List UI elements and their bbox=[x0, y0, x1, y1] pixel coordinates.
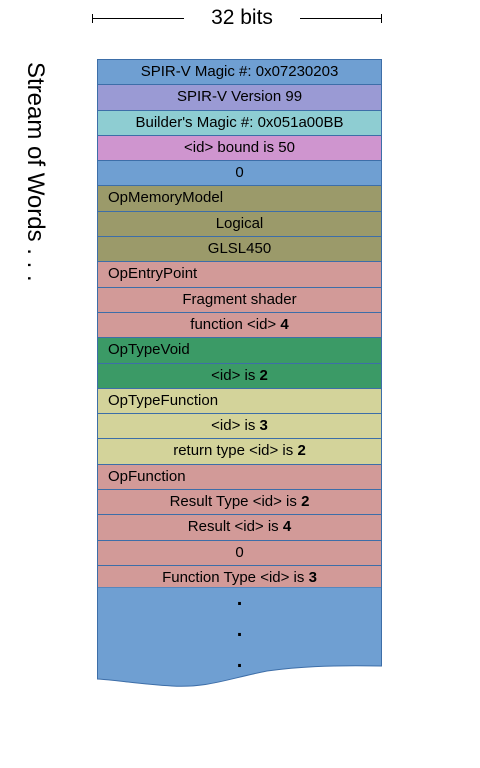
width-label-text: 32 bits bbox=[211, 6, 273, 29]
word-row: Builder's Magic #: 0x051a00BB bbox=[97, 109, 382, 135]
word-text: Fragment shader bbox=[182, 290, 297, 308]
word-row: Function Type <id> is 3 bbox=[97, 564, 382, 591]
word-row: <id> is 2 bbox=[97, 362, 382, 388]
width-tick-right bbox=[381, 14, 382, 23]
word-text: 0 bbox=[235, 543, 244, 561]
word-text: SPIR-V Version 99 bbox=[176, 88, 303, 106]
word-row: GLSL450 bbox=[97, 236, 382, 262]
word-text: OpFunction bbox=[108, 467, 186, 485]
word-row: 0 bbox=[97, 539, 382, 565]
width-line-right bbox=[300, 18, 382, 19]
word-text: OpTypeVoid bbox=[108, 341, 190, 359]
word-row: OpMemoryModel bbox=[97, 185, 382, 211]
continuation-dot: . bbox=[236, 619, 243, 641]
word-text: <id> bound is 50 bbox=[184, 138, 295, 156]
word-row: Logical bbox=[97, 210, 382, 237]
word-row: SPIR-V Version 99 bbox=[97, 84, 382, 110]
word-text: Builder's Magic #: 0x051a00BB bbox=[135, 113, 344, 131]
word-row: function <id> 4 bbox=[97, 311, 382, 338]
word-row: 0 bbox=[97, 160, 382, 186]
word-text: Function Type <id> is bbox=[162, 568, 309, 586]
stack-continuation: . . . bbox=[97, 587, 382, 689]
word-text: 0 bbox=[235, 164, 244, 182]
word-text: SPIR-V Magic #: 0x07230203 bbox=[140, 63, 339, 80]
continuation-fill bbox=[97, 587, 382, 687]
word-row: <id> is 3 bbox=[97, 413, 382, 439]
word-text: OpEntryPoint bbox=[108, 265, 198, 283]
word-row: OpFunction bbox=[97, 463, 382, 490]
word-text: Logical bbox=[215, 214, 264, 232]
word-row: OpTypeVoid bbox=[97, 337, 382, 363]
word-row: Result Type <id> is 2 bbox=[97, 489, 382, 515]
word-text: OpTypeFunction bbox=[108, 391, 219, 409]
word-id-value: 2 bbox=[297, 442, 306, 460]
word-text: OpMemoryModel bbox=[108, 189, 224, 207]
width-tick-left bbox=[92, 14, 93, 23]
word-row: SPIR-V Magic #: 0x07230203 bbox=[97, 59, 382, 85]
word-row: Fragment shader bbox=[97, 286, 382, 312]
word-id-value: 4 bbox=[280, 315, 289, 333]
stream-label-text: Stream of Words . . . bbox=[22, 62, 49, 282]
word-id-value: 2 bbox=[301, 493, 310, 511]
word-id-value: 3 bbox=[308, 568, 317, 586]
word-id-value: 4 bbox=[282, 518, 292, 536]
word-row: OpTypeFunction bbox=[97, 387, 382, 414]
word-text: Result <id> is bbox=[187, 518, 283, 536]
continuation-dot: . bbox=[236, 588, 243, 610]
word-text: return type <id> is bbox=[173, 442, 298, 460]
word-row: <id> bound is 50 bbox=[97, 134, 382, 161]
width-line-left bbox=[92, 18, 184, 19]
word-row: return type <id> is 2 bbox=[97, 438, 382, 464]
word-id-value: 3 bbox=[259, 417, 268, 435]
word-text: function <id> bbox=[190, 315, 281, 333]
word-text: <id> is bbox=[211, 417, 260, 435]
word-width-indicator: 32 bits bbox=[92, 6, 382, 30]
stream-label: Stream of Words . . . bbox=[22, 62, 52, 342]
word-text: <id> is bbox=[211, 366, 260, 384]
continuation-dot: . bbox=[236, 650, 243, 672]
word-row: Result <id> is 4 bbox=[97, 514, 382, 540]
continuation-shape bbox=[97, 587, 382, 687]
word-id-value: 2 bbox=[259, 366, 268, 384]
word-text: GLSL450 bbox=[207, 240, 272, 258]
word-row: OpEntryPoint bbox=[97, 261, 382, 287]
word-text: Result Type <id> is bbox=[169, 493, 302, 511]
